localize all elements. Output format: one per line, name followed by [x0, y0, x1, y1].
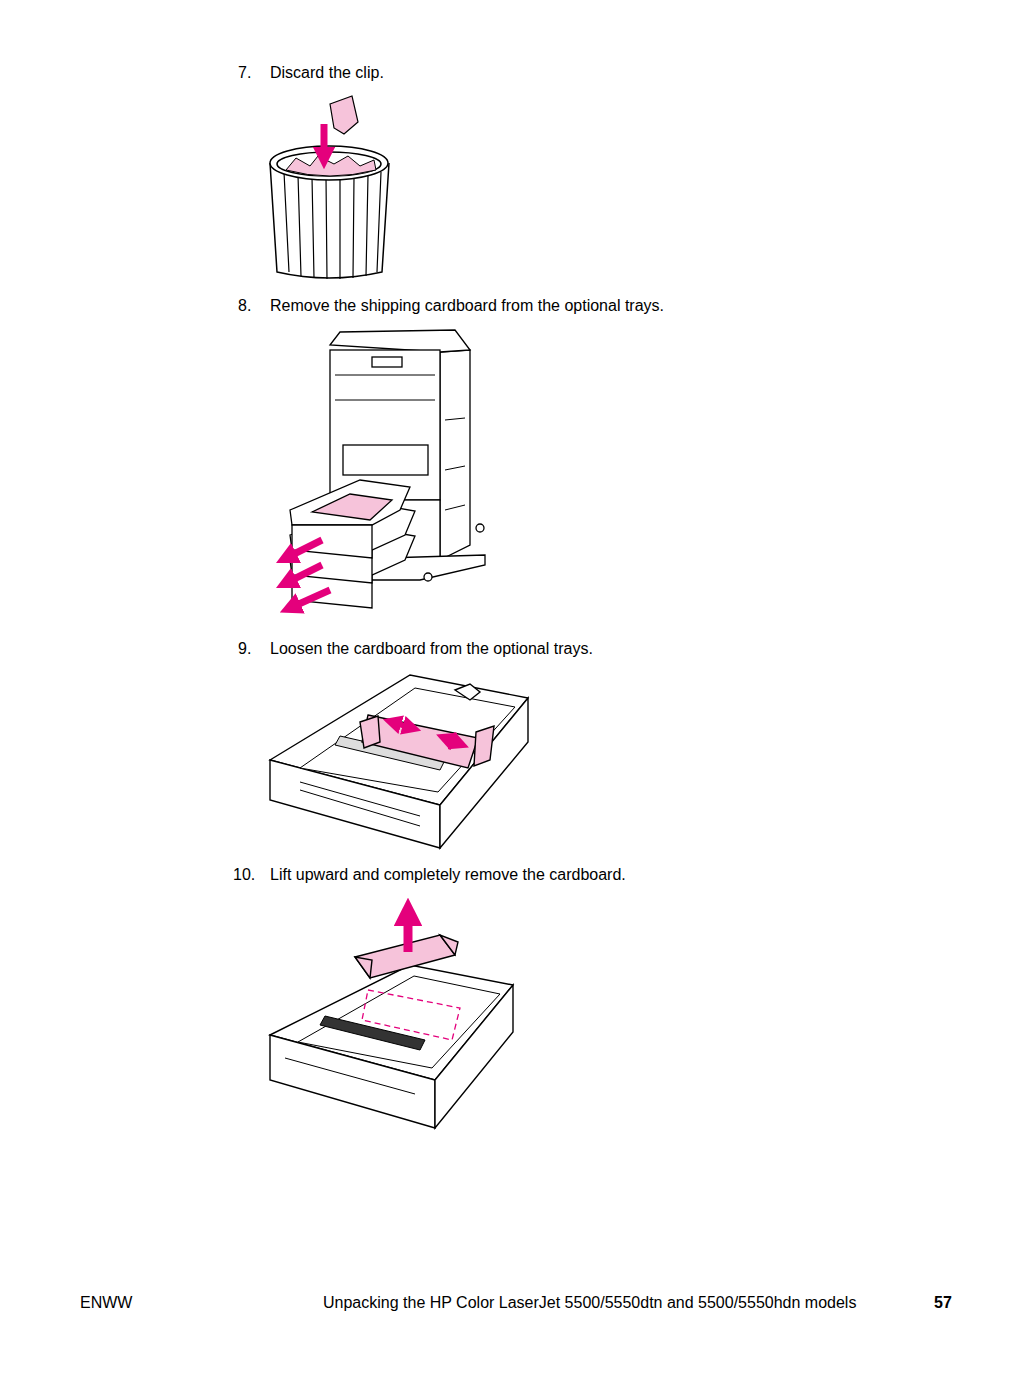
footer-text: ENWW [80, 1293, 132, 1312]
tray-illustration-part [300, 688, 515, 792]
page-number: 57 [934, 1293, 952, 1312]
pulled-trays-part [312, 494, 392, 520]
step-number: 8. [238, 296, 251, 315]
trash-can-illustration-part [284, 172, 381, 279]
trash-can-illustration-part [286, 156, 376, 176]
printer-illustration-part [372, 357, 402, 367]
printer-illustration-part [440, 350, 470, 560]
tray-illustration-part [440, 935, 458, 955]
tray-illustration-part [285, 1058, 415, 1094]
step-number: 7. [238, 63, 251, 82]
pulled-trays-part [290, 590, 330, 608]
printer-illustration-part [330, 350, 440, 500]
tray-illustration-part [320, 1016, 425, 1050]
pulled-trays [286, 480, 415, 608]
step-number: 9. [238, 639, 251, 658]
trash-can-illustration-part [330, 96, 358, 134]
tray-illustration-part [445, 738, 460, 744]
printer-illustration-part [445, 418, 465, 510]
pulled-trays-part [292, 525, 372, 558]
tray-illustration-part [298, 976, 500, 1068]
printer-illustration-part [424, 573, 432, 581]
step-text: Discard the clip. [270, 63, 384, 82]
tray-illustration [270, 912, 513, 1128]
pulled-trays-part [286, 565, 322, 583]
tray-illustration-part [474, 726, 494, 766]
step-text: Loosen the cardboard from the optional t… [270, 639, 593, 658]
pulled-trays-part [290, 480, 410, 525]
tray-illustration-part [392, 722, 412, 728]
tray-illustration-part [455, 684, 480, 700]
printer-illustration-part [335, 375, 435, 400]
tray-illustration-part [362, 990, 460, 1040]
printer-illustration-part [476, 524, 484, 532]
step-text: Lift upward and completely remove the ca… [270, 865, 626, 884]
tray-illustration [270, 675, 528, 848]
step-number: 10. [233, 865, 255, 884]
trash-can-illustration-part [321, 124, 328, 158]
trash-can-illustration-part [270, 146, 388, 180]
pulled-trays-part [286, 540, 322, 558]
trash-can-illustration-part [277, 152, 381, 176]
tray-illustration-part [404, 912, 413, 952]
printer-illustration-part [343, 445, 428, 475]
printer-illustration-part [330, 330, 470, 352]
trash-can-illustration [270, 96, 389, 279]
tray-illustration-part [360, 716, 380, 748]
step-text: Remove the shipping cardboard from the o… [270, 296, 664, 315]
footer-title: Unpacking the HP Color LaserJet 5500/555… [323, 1293, 856, 1312]
tray-illustration-part [355, 957, 372, 978]
tray-illustration-part [300, 782, 420, 826]
